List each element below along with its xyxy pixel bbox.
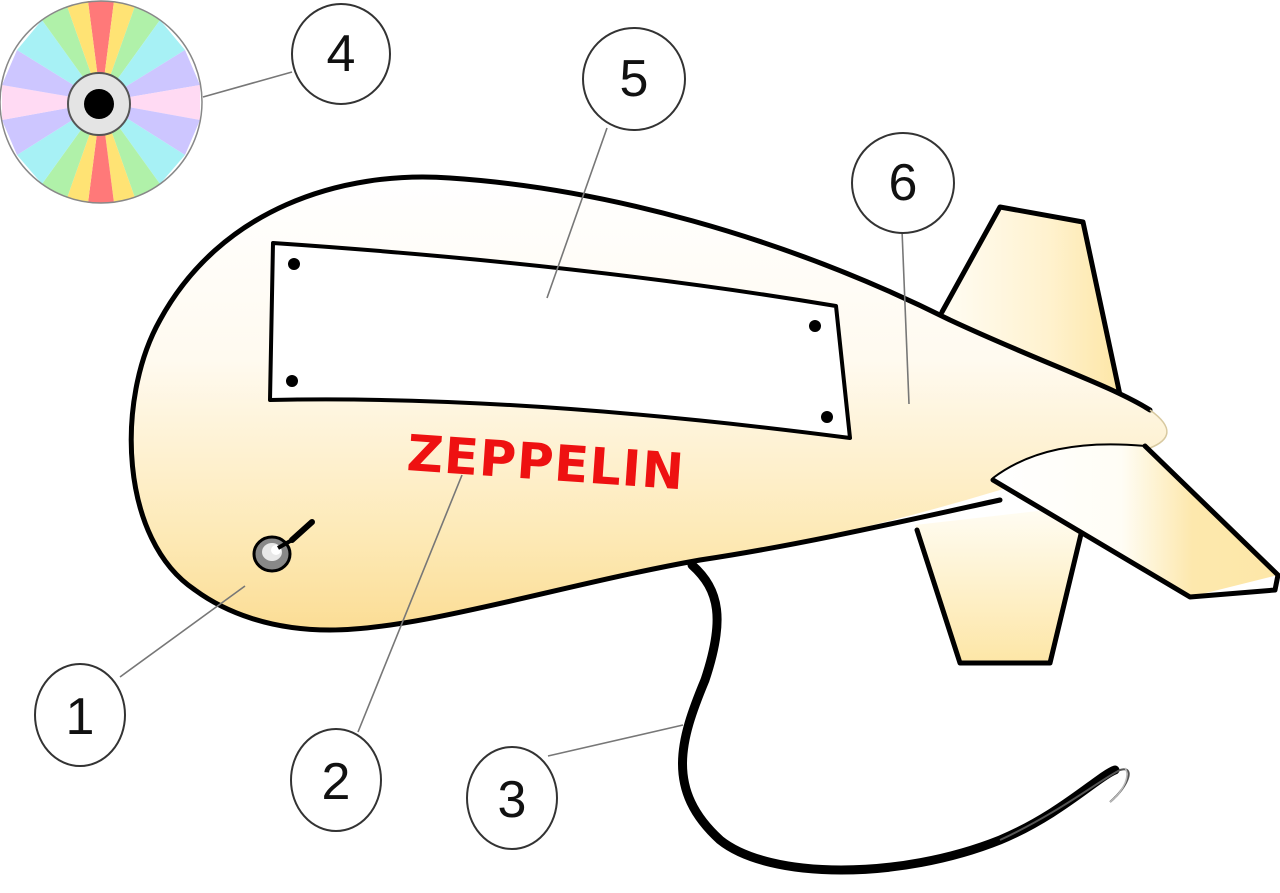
svg-text:3: 3 [498, 771, 527, 829]
callout-lines [119, 71, 910, 757]
cd-hole [84, 89, 114, 119]
svg-text:1: 1 [66, 688, 95, 746]
cd-disc [0, 0, 203, 204]
callout-2: 2 [290, 728, 382, 832]
svg-text:2: 2 [322, 753, 351, 811]
callout-6: 6 [851, 132, 955, 234]
callout-5: 5 [582, 27, 686, 131]
svg-text:4: 4 [327, 25, 356, 83]
side-fin [990, 443, 1280, 600]
callout-3: 3 [466, 746, 558, 850]
rivet [821, 411, 833, 423]
svg-text:5: 5 [620, 50, 649, 108]
callout-4: 4 [291, 3, 391, 105]
panel [268, 241, 852, 440]
rivet [286, 375, 298, 387]
svg-text:6: 6 [889, 154, 918, 212]
rivet [288, 258, 300, 270]
cable [678, 560, 1130, 875]
switch [252, 519, 315, 573]
rivet [809, 320, 821, 332]
bottom-fin [914, 502, 1091, 666]
callout-1: 1 [34, 663, 126, 767]
